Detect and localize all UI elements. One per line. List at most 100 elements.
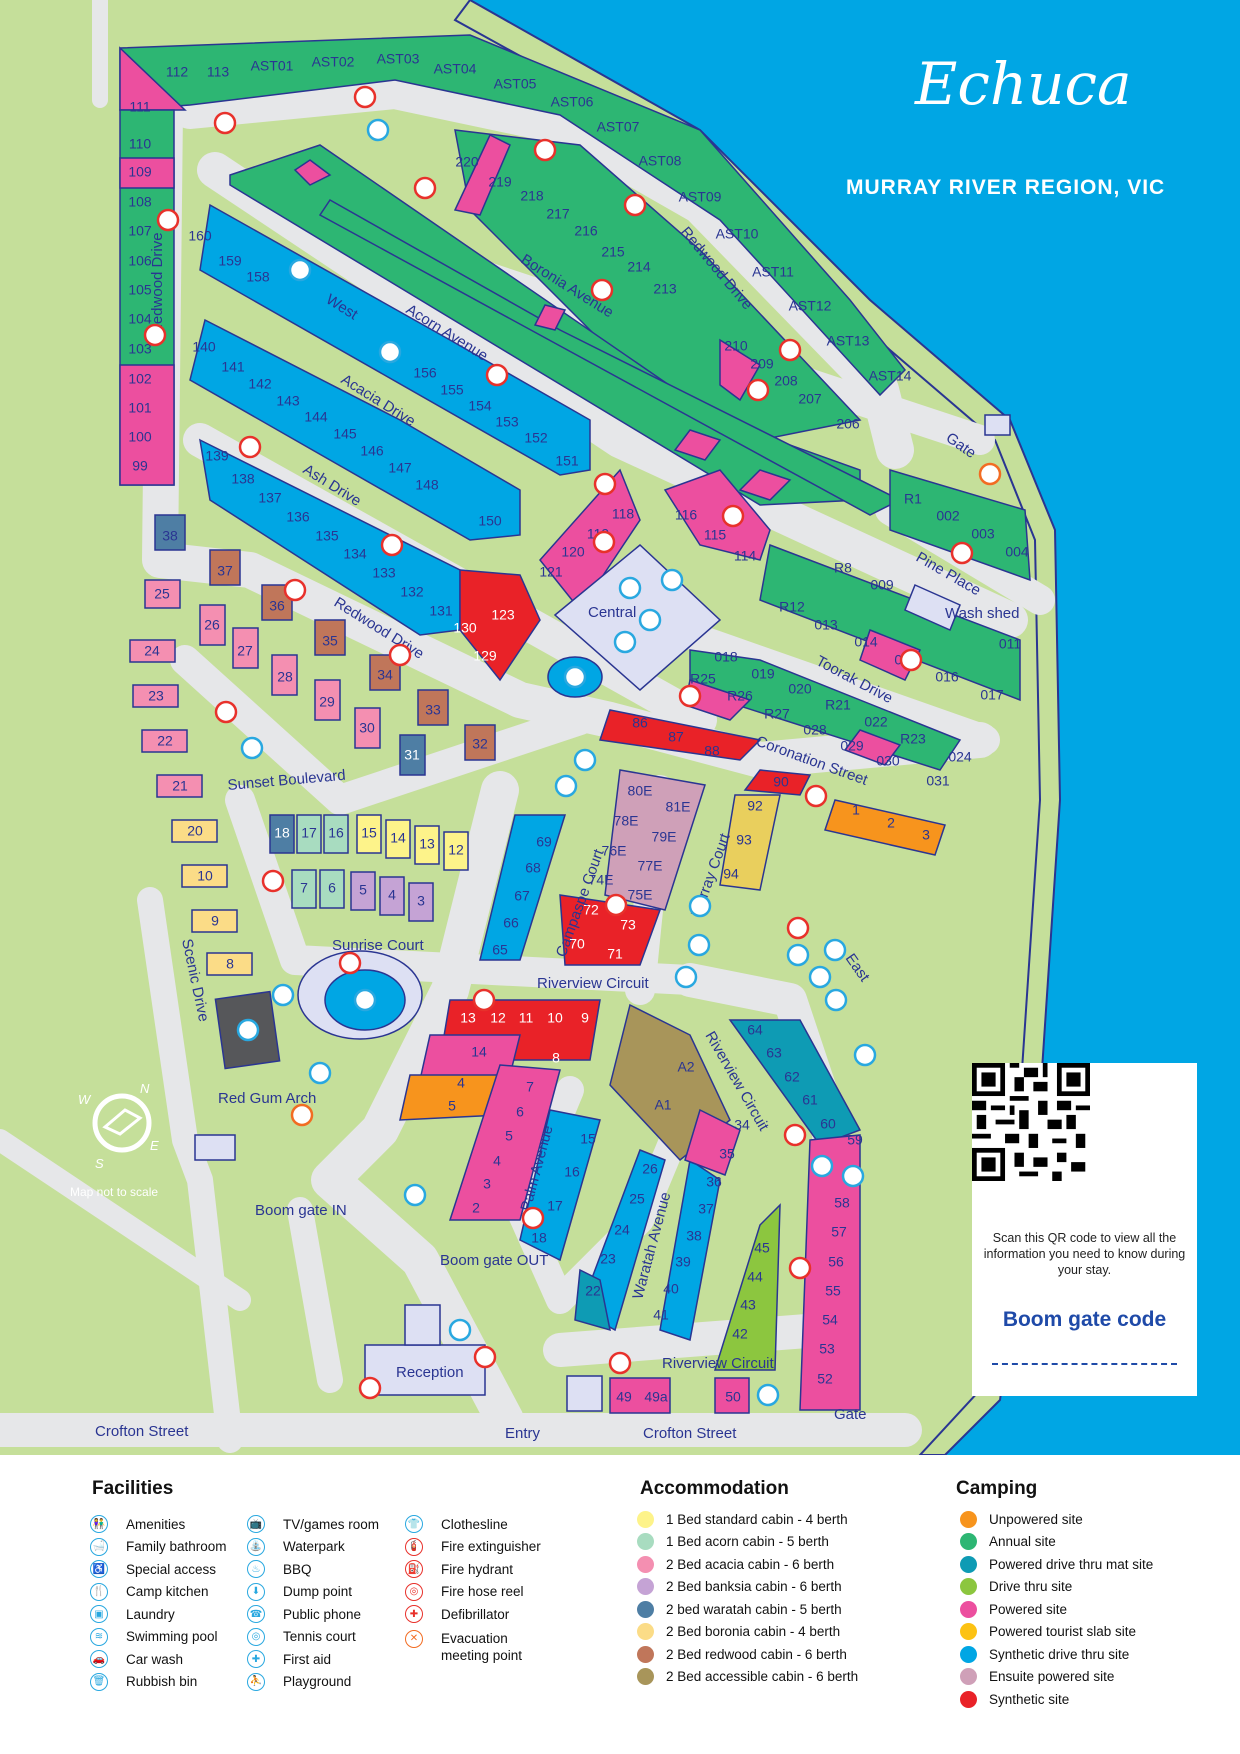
site-138[interactable]: 138 (231, 471, 255, 487)
site-r23[interactable]: R23 (900, 731, 926, 747)
qr-code-icon[interactable] (972, 1063, 1090, 1181)
site-r8[interactable]: R8 (834, 560, 852, 576)
cabin-9[interactable]: 9 (211, 913, 219, 929)
site-134[interactable]: 134 (343, 546, 367, 562)
site-s56[interactable]: 56 (828, 1254, 844, 1270)
site-s63[interactable]: 63 (766, 1045, 782, 1061)
site-123[interactable]: 123 (491, 607, 515, 623)
site-014[interactable]: 014 (854, 634, 878, 650)
site-160[interactable]: 160 (188, 228, 212, 244)
site-r1[interactable]: R1 (904, 491, 922, 507)
site-68[interactable]: 68 (525, 860, 541, 876)
site-118[interactable]: 118 (612, 506, 635, 522)
site-ast06[interactable]: AST06 (551, 94, 594, 110)
site-159[interactable]: 159 (218, 253, 242, 269)
site-030[interactable]: 030 (876, 753, 900, 769)
site-94[interactable]: 94 (723, 866, 739, 882)
cabin-29[interactable]: 29 (319, 694, 335, 710)
cabin-23[interactable]: 23 (148, 688, 164, 704)
site-s35[interactable]: 35 (719, 1146, 735, 1162)
site-018[interactable]: 018 (714, 649, 738, 665)
site-214[interactable]: 214 (627, 259, 651, 275)
site-031[interactable]: 031 (926, 773, 950, 789)
cabin-17[interactable]: 17 (301, 825, 317, 841)
site-66[interactable]: 66 (503, 915, 519, 931)
site-77e[interactable]: 77E (638, 858, 663, 874)
site-ast12[interactable]: AST12 (789, 298, 832, 314)
site-a2[interactable]: A2 (677, 1059, 694, 1075)
site-93[interactable]: 93 (736, 832, 752, 848)
site-151[interactable]: 151 (555, 453, 579, 469)
site-146[interactable]: 146 (360, 443, 384, 459)
site-114[interactable]: 114 (734, 548, 757, 564)
site-s54[interactable]: 54 (822, 1312, 838, 1328)
site-s55[interactable]: 55 (825, 1283, 841, 1299)
site-s64[interactable]: 64 (747, 1022, 763, 1038)
site-s12[interactable]: 12 (490, 1010, 506, 1026)
site-86[interactable]: 86 (632, 715, 648, 731)
site-71[interactable]: 71 (607, 946, 623, 962)
site-s17[interactable]: 17 (547, 1198, 563, 1214)
cabin-25[interactable]: 25 (154, 586, 170, 602)
site-s25[interactable]: 25 (629, 1191, 645, 1207)
site-102[interactable]: 102 (128, 371, 152, 387)
cabin-36[interactable]: 36 (269, 598, 285, 614)
site-r25[interactable]: R25 (690, 671, 716, 687)
site-105[interactable]: 105 (128, 282, 152, 298)
site-s42[interactable]: 42 (732, 1326, 748, 1342)
site-s49[interactable]: 49 (616, 1389, 632, 1405)
site-79e[interactable]: 79E (652, 829, 677, 845)
site-215[interactable]: 215 (601, 244, 625, 260)
site-3[interactable]: 3 (922, 827, 930, 843)
site-011[interactable]: 011 (999, 636, 1022, 652)
site-110[interactable]: 110 (129, 136, 152, 152)
cabin-15[interactable]: 15 (361, 825, 377, 841)
cabin-21[interactable]: 21 (172, 778, 188, 794)
site-s61[interactable]: 61 (802, 1092, 818, 1108)
site-218[interactable]: 218 (520, 188, 544, 204)
site-87[interactable]: 87 (668, 729, 684, 745)
cabin-6[interactable]: 6 (328, 880, 336, 896)
site-133[interactable]: 133 (372, 565, 396, 581)
cabin-38[interactable]: 38 (162, 528, 178, 544)
site-129[interactable]: 129 (473, 648, 497, 664)
site-s40[interactable]: 40 (663, 1281, 679, 1297)
site-s36[interactable]: 36 (706, 1174, 722, 1190)
site-r26[interactable]: R26 (727, 688, 753, 704)
site-020[interactable]: 020 (788, 681, 812, 697)
site-s6[interactable]: 6 (516, 1104, 524, 1120)
site-78e[interactable]: 78E (614, 813, 639, 829)
site-206[interactable]: 206 (836, 416, 860, 432)
site-s8[interactable]: 8 (552, 1050, 560, 1066)
site-s5b[interactable]: 5 (505, 1128, 513, 1144)
cabin-12[interactable]: 12 (448, 842, 464, 858)
site-s2[interactable]: 2 (472, 1200, 480, 1216)
site-s57[interactable]: 57 (831, 1224, 847, 1240)
site-88[interactable]: 88 (704, 743, 720, 759)
site-112[interactable]: 112 (166, 64, 189, 80)
site-106[interactable]: 106 (128, 253, 152, 269)
site-139[interactable]: 139 (205, 448, 229, 464)
site-s11[interactable]: 11 (519, 1010, 534, 1026)
site-210[interactable]: 210 (724, 338, 748, 354)
site-r27[interactable]: R27 (764, 706, 790, 722)
site-s45[interactable]: 45 (754, 1240, 770, 1256)
site-140[interactable]: 140 (192, 339, 216, 355)
site-130[interactable]: 130 (453, 620, 477, 636)
site-90[interactable]: 90 (773, 774, 789, 790)
site-154[interactable]: 154 (468, 398, 492, 414)
cabin-14[interactable]: 14 (390, 830, 406, 846)
cabin-10[interactable]: 10 (197, 868, 213, 884)
site-101[interactable]: 101 (128, 400, 152, 416)
cabin-22[interactable]: 22 (157, 733, 173, 749)
site-s3[interactable]: 3 (483, 1176, 491, 1192)
cabin-18[interactable]: 18 (274, 825, 290, 841)
site-002[interactable]: 002 (936, 508, 960, 524)
site-s58[interactable]: 58 (834, 1195, 850, 1211)
site-a1[interactable]: A1 (654, 1097, 671, 1113)
site-152[interactable]: 152 (524, 430, 548, 446)
site-147[interactable]: 147 (388, 460, 412, 476)
cabin-27[interactable]: 27 (237, 643, 253, 659)
site-109[interactable]: 109 (128, 164, 152, 180)
cabin-35[interactable]: 35 (322, 633, 338, 649)
